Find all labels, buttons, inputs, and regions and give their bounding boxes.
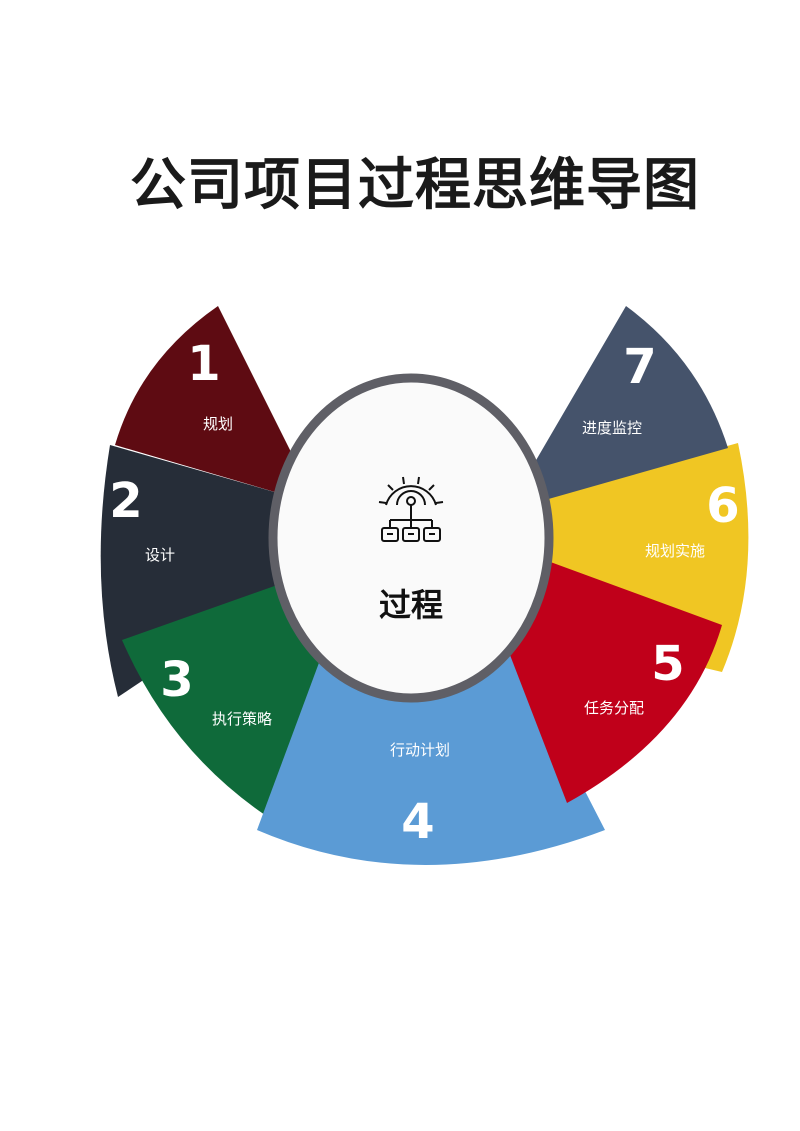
segment-1[interactable]: 1 规划 — [115, 306, 300, 495]
segment-2-number: 2 — [109, 473, 142, 529]
segment-3-number: 3 — [160, 652, 193, 708]
segment-4-number: 4 — [401, 794, 434, 850]
segment-4[interactable]: 4 行动计划 — [257, 655, 605, 865]
segment-7-number: 7 — [623, 339, 656, 395]
page-title: 公司项目过程思维导图 — [130, 153, 700, 218]
segment-2-label: 设计 — [145, 546, 175, 564]
segment-6-number: 6 — [706, 478, 739, 534]
segment-3[interactable]: 3 执行策略 — [122, 583, 325, 815]
segment-6[interactable]: 6 规划实施 — [540, 443, 749, 672]
segment-1-label: 规划 — [203, 415, 233, 433]
segment-4-shape — [257, 655, 605, 865]
segment-6-label: 规划实施 — [645, 542, 705, 560]
segment-1-number: 1 — [187, 336, 220, 392]
segment-5-shape — [510, 560, 722, 803]
segment-7-label: 进度监控 — [582, 419, 642, 437]
segment-4-label: 行动计划 — [390, 741, 450, 759]
segment-1-shape — [115, 306, 300, 495]
segment-7-shape — [535, 306, 728, 500]
center-node[interactable]: 过程 — [268, 373, 554, 703]
segment-5-label: 任务分配 — [584, 699, 644, 717]
center-ring — [268, 373, 554, 703]
segment-5-number: 5 — [651, 636, 684, 692]
segment-3-label: 执行策略 — [212, 710, 272, 728]
center-label: 过程 — [379, 586, 443, 624]
segment-6-shape — [540, 443, 749, 672]
segment-7[interactable]: 7 进度监控 — [535, 306, 728, 500]
segment-3-shape — [122, 583, 325, 815]
segment-5[interactable]: 5 任务分配 — [510, 560, 722, 803]
gear-network-icon — [378, 476, 444, 542]
